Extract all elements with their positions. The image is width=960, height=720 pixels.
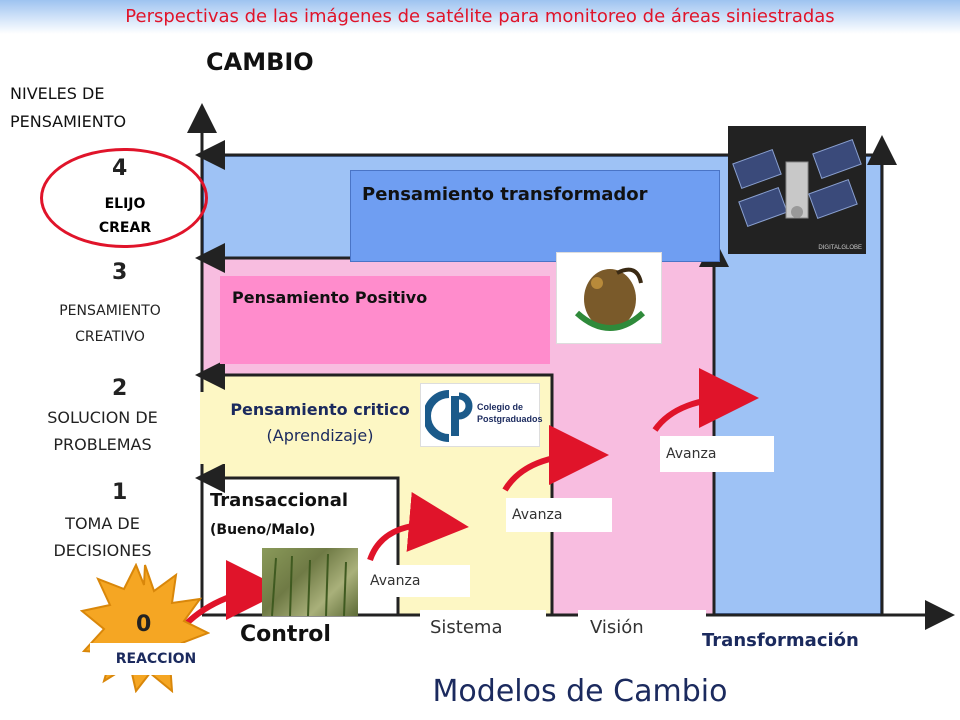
box-transaccional-sublabel: (Bueno/Malo) (210, 522, 316, 538)
x-label-control: Control (240, 622, 331, 647)
box-critico-sublabel: (Aprendizaje) (266, 426, 374, 445)
avanza-label-2: Avanza (506, 498, 612, 532)
level-2-number: 2 (112, 376, 128, 401)
level-2-label: SOLUCION DE PROBLEMAS (47, 408, 158, 454)
red-arrow-1 (367, 492, 469, 562)
box-positivo-label: Pensamiento Positivo (232, 288, 428, 307)
colegio-logo-line1: Colegio de (477, 402, 524, 412)
colegio-logo: Colegio de Postgraduados (420, 383, 543, 447)
level-4-ellipse (40, 148, 208, 248)
level-3-label: PENSAMIENTO CREATIVO (59, 303, 161, 345)
x-label-sistema: Sistema (420, 610, 546, 646)
red-arrow-3 (652, 368, 759, 432)
box-positivo (220, 276, 550, 364)
box-critico-label: Pensamiento critico (230, 400, 410, 419)
level-4-word-1: ELIJO (104, 196, 146, 212)
crop-field-image (262, 548, 358, 617)
avanza-label-3: Avanza (660, 436, 774, 472)
level-4-word-2: CREAR (98, 220, 152, 236)
red-arrow-0 (182, 560, 286, 628)
reaction-label: REACCION (90, 643, 222, 675)
diagram-title: CAMBIO (206, 48, 314, 76)
red-arrow-2 (502, 425, 609, 492)
x-label-vision: Visión (578, 610, 706, 646)
satellite-credit: DIGITALGLOBE (818, 245, 862, 251)
level-1-number: 1 (112, 480, 128, 505)
level-3-number: 3 (112, 260, 128, 285)
level-0-number: 0 (136, 612, 152, 637)
box-transaccional-label: Transaccional (210, 490, 349, 511)
level-1-label: TOMA DE DECISIONES (53, 514, 152, 560)
header-bar (0, 0, 960, 34)
satellite-image: DIGITALGLOBE (728, 126, 866, 254)
box-critico (200, 392, 440, 464)
y-axis-label: NIVELES DE PENSAMIENTO (10, 84, 127, 131)
box-transformador (350, 170, 720, 262)
x-label-transformacion: Transformación (702, 630, 859, 651)
box-transformador-label: Pensamiento transformador (362, 184, 648, 205)
page-title: Perspectivas de las imágenes de satélite… (125, 6, 835, 27)
mexico-coat-of-arms-image (556, 252, 662, 344)
colegio-logo-line2: Postgraduados (477, 414, 543, 424)
step-system (195, 360, 554, 615)
avanza-label-1: Avanza (364, 565, 470, 597)
footer-title: Modelos de Cambio (432, 674, 728, 709)
